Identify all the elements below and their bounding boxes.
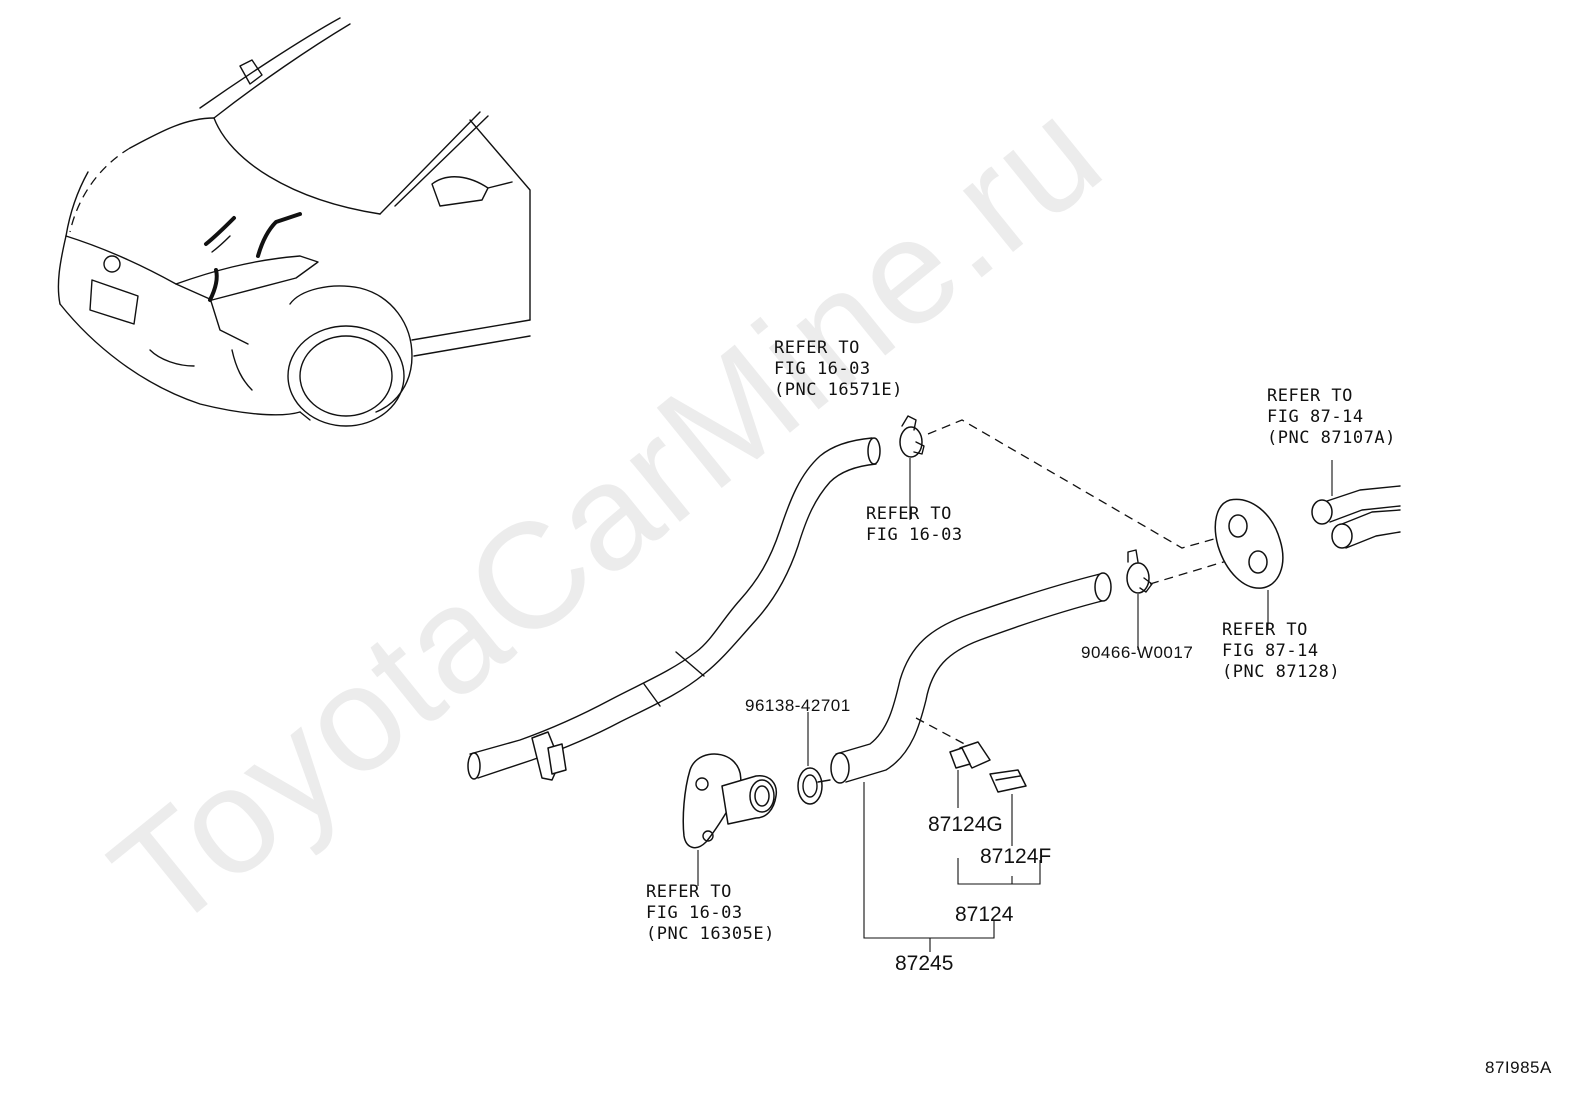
part-number-87124G: 87124G (928, 813, 1003, 836)
part-number-87124: 87124 (955, 903, 1014, 926)
diagram-code: 87I985A (1485, 1058, 1552, 1077)
hose-clamp-top (899, 415, 925, 520)
upper-heater-hose (467, 437, 881, 781)
clamp-87124F (989, 769, 1041, 885)
part-number-87245: 87245 (895, 952, 954, 975)
fitting-87124G (949, 741, 1013, 885)
lower-heater-hose (830, 572, 1112, 952)
water-outlet (682, 753, 778, 886)
part-number-96138: 96138-42701 (745, 696, 851, 715)
vehicle-illustration (57, 17, 531, 427)
part-number-90466: 90466-W0017 (1081, 643, 1194, 662)
grommet-87128 (1214, 498, 1284, 630)
part-number-87124F: 87124F (980, 845, 1052, 868)
clip-90466 (1126, 549, 1153, 650)
clamp-96138 (797, 712, 831, 805)
heater-core-pipes (1311, 460, 1401, 549)
